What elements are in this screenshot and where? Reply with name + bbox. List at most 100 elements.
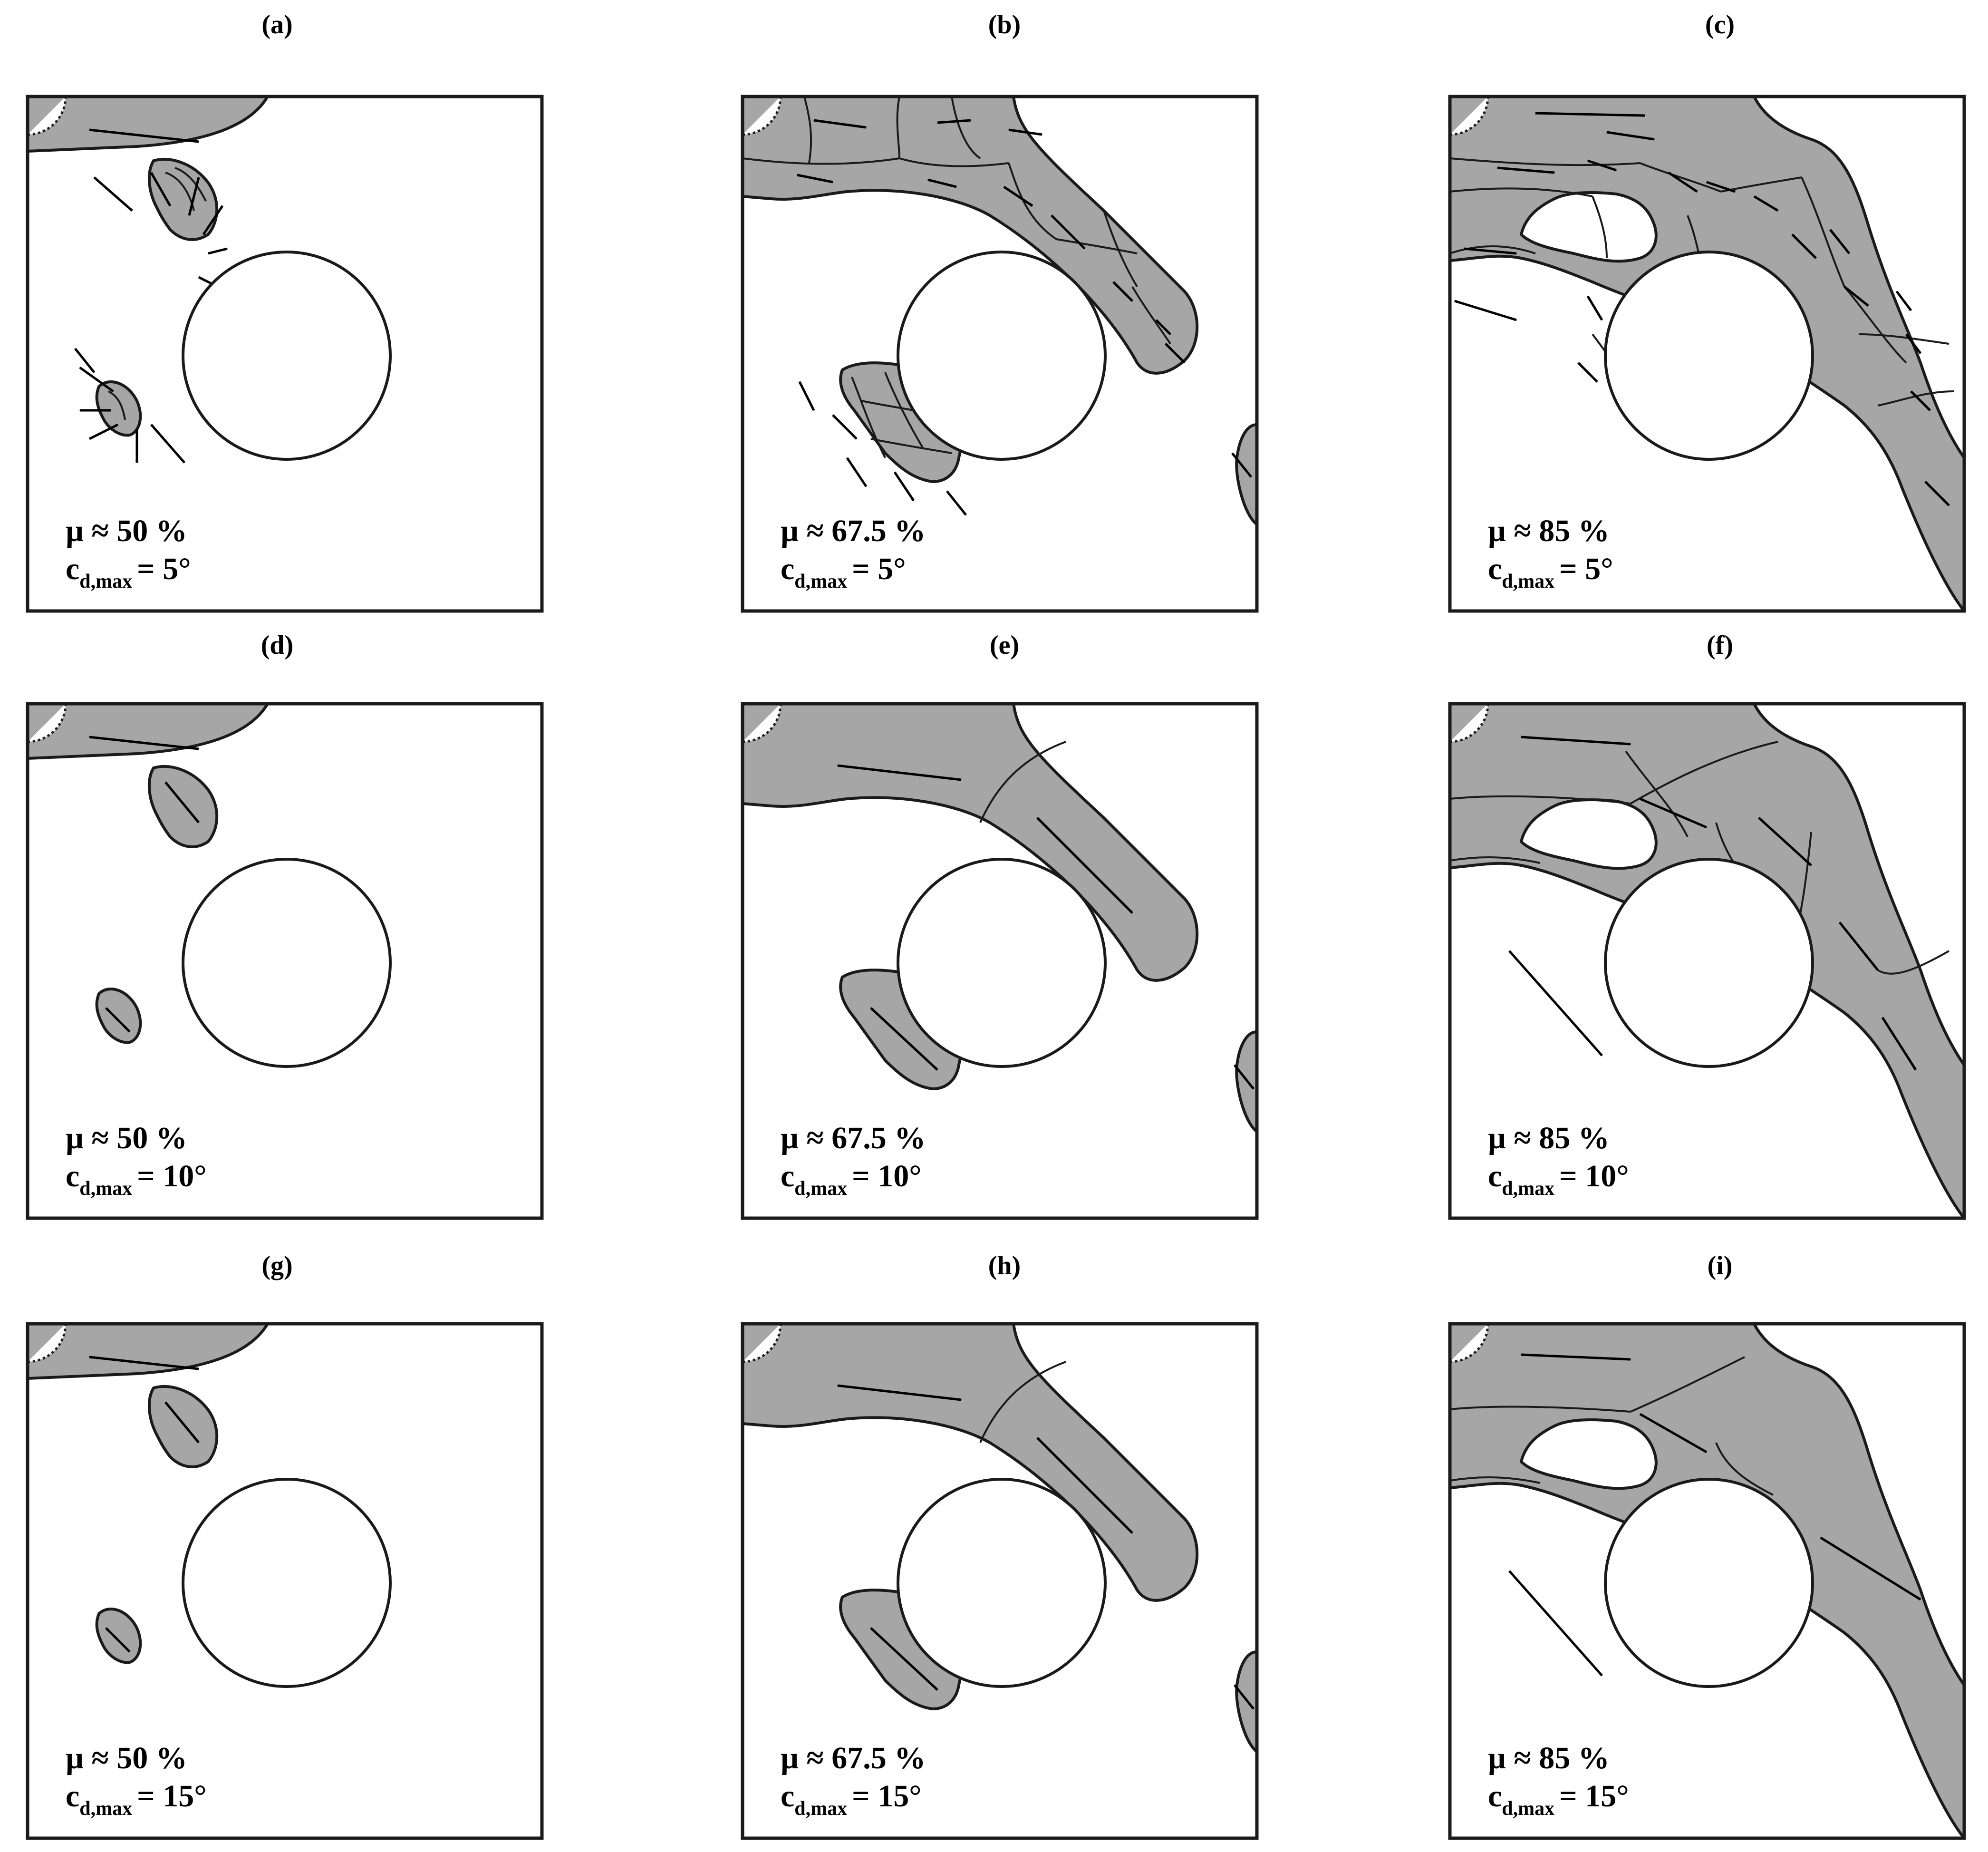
central-particle <box>897 251 1107 461</box>
cd-subscript: d,max <box>1502 1798 1554 1820</box>
grain-boundary <box>803 97 812 164</box>
cd-subscript: d,max <box>794 1798 847 1820</box>
cd-value: = 15° <box>137 1779 207 1813</box>
grain-boundary <box>951 97 981 159</box>
top-grain <box>28 97 270 153</box>
grain-boundary <box>896 97 900 159</box>
grain-orientation-arrow <box>946 490 967 516</box>
panel-f: µ ≈ 85 % cd,max= 10° <box>1448 702 1966 1220</box>
panel-frame <box>26 95 544 613</box>
cd-value: = 5° <box>137 552 191 586</box>
cd-subscript: d,max <box>794 571 847 592</box>
panel-g: µ ≈ 50 % cd,max= 15° <box>26 1322 544 1840</box>
grain-orientation-arrow <box>1463 247 1517 255</box>
mu-annotation: µ ≈ 50 % <box>66 514 187 548</box>
central-particle <box>1604 858 1814 1068</box>
grain-orientation-arrow <box>88 1356 200 1370</box>
grain-boundary <box>979 741 1066 823</box>
grain-orientation-arrow <box>1165 343 1186 364</box>
cd-value: = 15° <box>1559 1779 1629 1813</box>
grain-boundary <box>1630 1356 1745 1413</box>
mu-annotation: µ ≈ 85 % <box>1488 1121 1610 1155</box>
cd-max-annotation: cd,max= 10° <box>781 1159 922 1200</box>
grain-boundary <box>743 157 900 165</box>
void-region <box>1519 798 1658 870</box>
grain-orientation-arrow <box>1520 1353 1631 1361</box>
cd-prefix: c <box>66 1159 79 1193</box>
grain-orientation-arrow <box>1036 1437 1133 1534</box>
cd-value: = 5° <box>1559 552 1613 586</box>
cd-subscript: d,max <box>794 1178 847 1200</box>
cd-value: = 10° <box>1559 1159 1629 1193</box>
grain-boundary <box>1801 177 1845 287</box>
cd-subscript: d,max <box>79 571 132 592</box>
grain-orientation-arrow <box>93 176 133 212</box>
panel-label-c: (c) <box>1705 10 1735 39</box>
grain-orientation-arrow <box>798 381 815 411</box>
corner-quarter-circle <box>28 704 67 743</box>
grain-orientation-arrow <box>1587 159 1617 172</box>
cd-prefix: c <box>66 1779 79 1813</box>
grain-orientation-arrow <box>1234 1684 1255 1710</box>
panel-h: µ ≈ 67.5 %cd,max= 15° <box>741 1322 1259 1840</box>
grain-orientation-arrow <box>1791 233 1817 259</box>
top-grain <box>28 704 270 760</box>
mu-annotation: µ ≈ 85 % <box>1488 514 1610 548</box>
corner-quarter-circle <box>28 1324 67 1363</box>
grain-boundary <box>1877 950 1949 975</box>
grain-boundary <box>1450 245 1536 254</box>
cd-subscript: d,max <box>79 1798 132 1820</box>
panel-label-h: (h) <box>988 1251 1021 1280</box>
grain-orientation-arrow <box>1668 171 1698 193</box>
corner-quarter-circle <box>1450 97 1489 136</box>
panel-c: µ ≈ 85 %cd,max= 5° <box>1448 95 1966 613</box>
cd-prefix: c <box>781 1159 794 1193</box>
cd-value: = 5° <box>852 552 906 586</box>
panel-frame <box>26 702 544 1220</box>
grain-orientation-arrow <box>1454 300 1517 321</box>
grain-orientation-arrow <box>1639 797 1708 829</box>
grain-orientation-arrow <box>1577 362 1598 383</box>
grain-boundary <box>1103 210 1138 288</box>
cd-max-annotation: cd,max= 5° <box>781 552 906 592</box>
mu-annotation: µ ≈ 50 % <box>66 1121 187 1155</box>
grain-orientation-arrow <box>832 414 858 440</box>
grain-orientation-arrow <box>105 1627 131 1653</box>
mu-annotation: µ ≈ 67.5 % <box>781 1121 926 1155</box>
cd-value: = 10° <box>852 1159 922 1193</box>
grain-orientation-arrow <box>1003 185 1033 207</box>
grain-orientation-arrow <box>1829 229 1850 254</box>
cd-prefix: c <box>781 1779 794 1813</box>
cd-subscript: d,max <box>79 1178 132 1200</box>
cd-prefix: c <box>1488 1159 1502 1193</box>
grain-orientation-arrow <box>1234 1064 1255 1090</box>
cd-max-annotation: cd,max= 10° <box>1488 1159 1629 1200</box>
panel-frame <box>1448 1322 1966 1840</box>
central-particle <box>1604 251 1814 461</box>
grain-orientation-arrow <box>936 119 972 124</box>
grain-orientation-arrow <box>893 471 915 502</box>
mu-annotation: µ ≈ 50 % <box>66 1741 187 1775</box>
central-particle <box>897 1478 1107 1688</box>
grain-boundary <box>1450 795 1631 805</box>
grain-orientation-arrow <box>837 764 962 781</box>
cd-value: = 10° <box>137 1159 207 1193</box>
corner-quarter-circle <box>743 704 782 743</box>
grain-orientation-arrow <box>1155 319 1171 335</box>
cd-value: = 15° <box>852 1779 922 1813</box>
panel-frame <box>1448 95 1966 613</box>
grain-orientation-arrow <box>88 736 200 750</box>
cd-max-annotation: cd,max= 15° <box>66 1779 207 1820</box>
central-particle <box>182 1478 392 1688</box>
grain-boundary <box>1450 1476 1541 1484</box>
grain-orientation-arrow <box>1036 817 1133 914</box>
panel-b: µ ≈ 67.5 %cd,max= 5° <box>741 95 1259 613</box>
panel-frame <box>1448 702 1966 1220</box>
grain-orientation-arrow <box>1820 1536 1921 1601</box>
grain-orientation-arrow <box>1520 736 1631 746</box>
cd-max-annotation: cd,max= 5° <box>66 552 191 592</box>
grain-orientation-arrow <box>1706 181 1736 193</box>
cd-prefix: c <box>66 552 79 586</box>
top-grain <box>743 97 1199 375</box>
